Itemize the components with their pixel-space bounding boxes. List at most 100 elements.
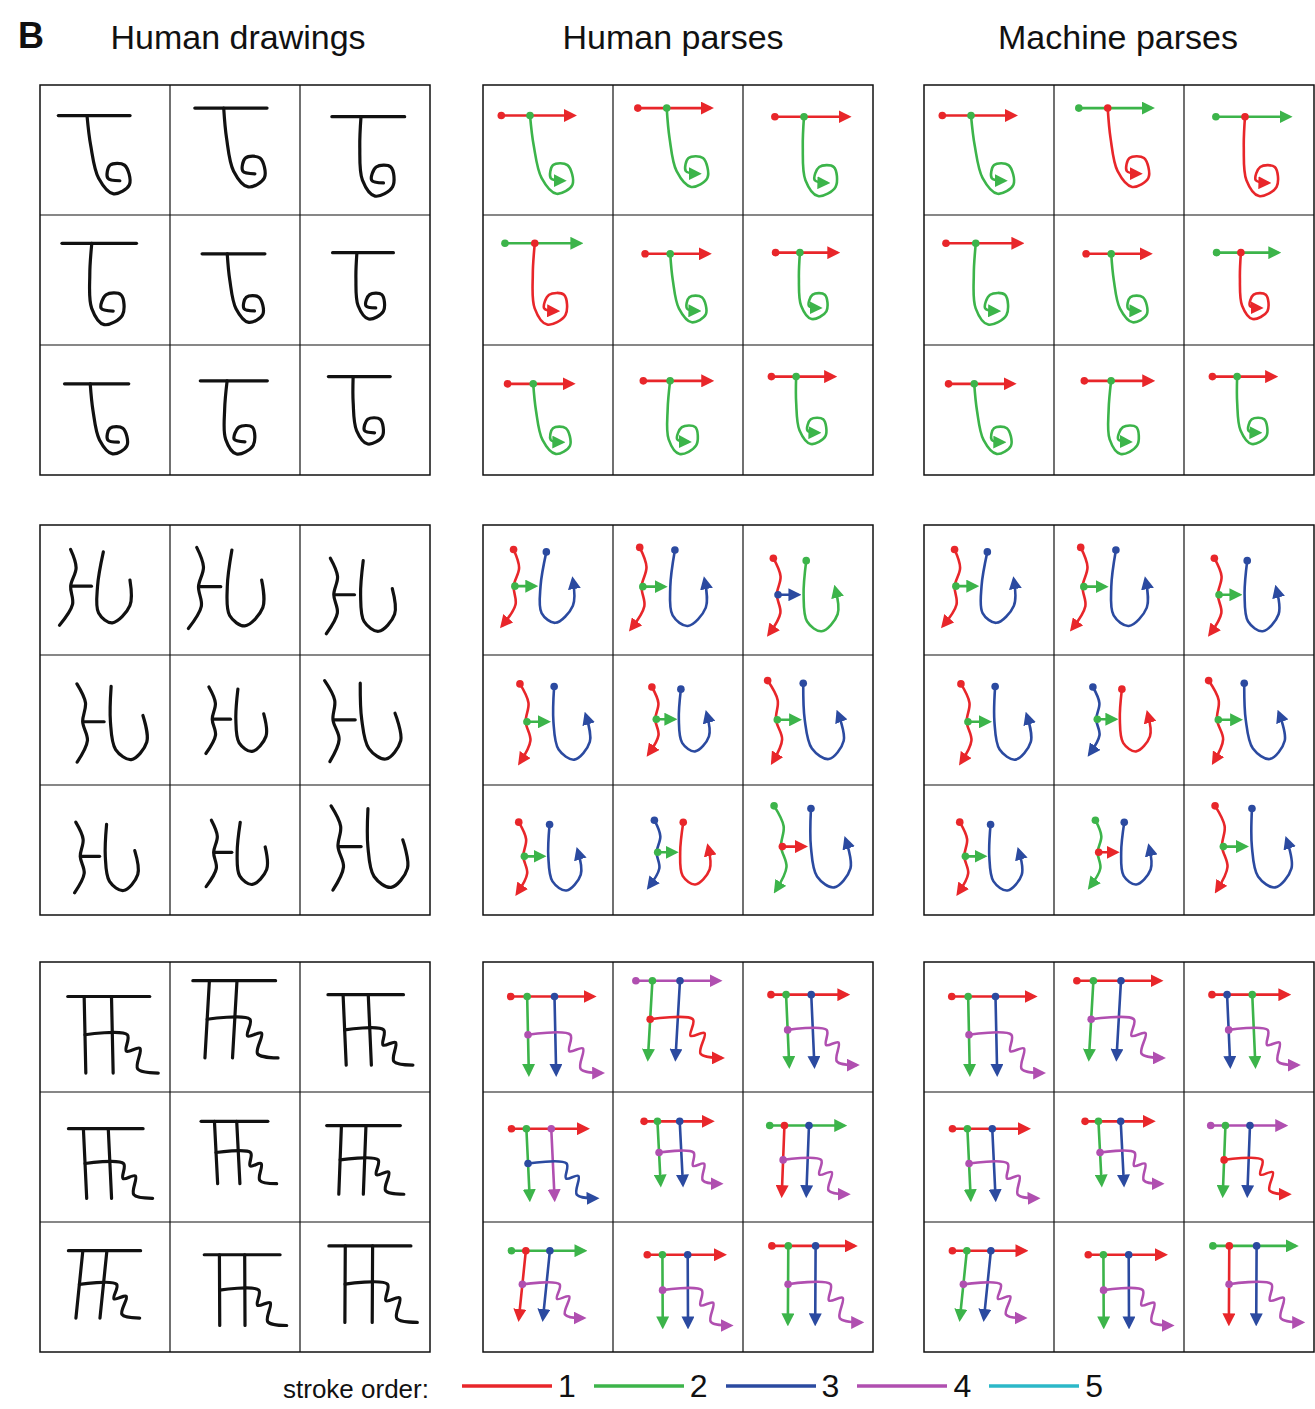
parse	[767, 991, 856, 1065]
parse	[1072, 544, 1148, 629]
drawing	[65, 384, 129, 454]
legend-entry: 4	[857, 1370, 971, 1402]
parse	[772, 249, 837, 319]
glyph-panel	[924, 85, 1314, 475]
parse	[643, 1251, 729, 1326]
drawing	[204, 1255, 286, 1326]
parse	[957, 680, 1031, 762]
parse	[648, 683, 709, 753]
parse	[501, 240, 579, 325]
parse	[766, 1122, 847, 1195]
legend: 1 2 3 4 5	[462, 1370, 1121, 1402]
drawing	[58, 116, 130, 194]
parse	[1209, 373, 1275, 444]
legend-swatch	[989, 1381, 1079, 1391]
parse	[1205, 677, 1285, 762]
drawing	[201, 1121, 277, 1183]
parse	[508, 1247, 584, 1318]
drawing	[332, 117, 405, 197]
drawing	[327, 1126, 404, 1195]
parse	[508, 1125, 596, 1198]
parse	[949, 1125, 1037, 1198]
legend-entry: 1	[462, 1370, 576, 1402]
parse	[945, 380, 1013, 454]
legend-swatch	[594, 1381, 684, 1391]
drawing	[193, 981, 278, 1058]
glyph-panel	[483, 525, 873, 915]
legend-label: 3	[822, 1370, 840, 1402]
drawing	[68, 1129, 152, 1199]
parse	[948, 993, 1042, 1073]
drawing	[328, 995, 413, 1065]
parse	[1081, 1118, 1160, 1184]
parse	[631, 544, 707, 629]
drawing	[68, 996, 159, 1073]
legend-swatch	[857, 1381, 947, 1391]
parse	[641, 250, 708, 322]
parse	[516, 680, 590, 762]
parse	[769, 554, 838, 633]
drawing	[200, 381, 267, 454]
drawing	[328, 377, 390, 445]
parse	[640, 1118, 719, 1184]
parse	[640, 377, 711, 454]
parse	[771, 113, 848, 196]
parse	[956, 818, 1022, 892]
glyph-panel	[40, 525, 430, 915]
parse	[1081, 377, 1152, 454]
parse	[504, 380, 572, 454]
column-heading: Machine parses	[998, 20, 1238, 54]
glyph-panel	[924, 962, 1314, 1352]
legend-entry: 3	[726, 1370, 840, 1402]
parse	[768, 373, 834, 444]
drawing	[206, 820, 267, 886]
legend-label: 5	[1085, 1370, 1103, 1402]
legend-label: 4	[953, 1370, 971, 1402]
parse	[768, 1242, 860, 1322]
parse	[1207, 1122, 1288, 1195]
drawing	[202, 254, 265, 323]
legend-label: 2	[690, 1370, 708, 1402]
drawing	[195, 108, 267, 187]
drawing	[75, 822, 139, 893]
parse	[1075, 104, 1151, 187]
glyph-panel	[924, 525, 1314, 915]
glyph-panel	[483, 962, 873, 1352]
column-heading: Human drawings	[110, 20, 365, 54]
parse	[939, 112, 1015, 194]
parse	[634, 104, 710, 187]
glyph-panel	[40, 85, 430, 475]
drawing	[188, 547, 264, 628]
column-heading: Human parses	[562, 20, 783, 54]
parse	[1084, 1251, 1170, 1326]
parse	[515, 818, 581, 892]
drawing	[326, 558, 395, 634]
drawing	[329, 1246, 417, 1323]
parse	[1209, 1242, 1301, 1322]
parse	[1208, 991, 1297, 1065]
parse	[498, 112, 574, 194]
parse	[632, 977, 721, 1058]
glyph-panel	[483, 85, 873, 475]
parse	[507, 993, 601, 1073]
parse	[949, 1247, 1025, 1318]
drawing	[68, 1251, 140, 1318]
legend-swatch	[726, 1381, 816, 1391]
legend-title: stroke order:	[283, 1376, 429, 1402]
legend-entry: 5	[989, 1370, 1103, 1402]
parse	[503, 546, 575, 626]
parse	[1090, 816, 1151, 886]
parse	[1210, 554, 1279, 633]
parse	[942, 240, 1020, 325]
glyph-panel	[40, 962, 430, 1352]
legend-swatch	[462, 1381, 552, 1391]
drawing	[206, 687, 267, 754]
drawing	[77, 684, 147, 762]
legend-entry: 2	[594, 1370, 708, 1402]
parse	[770, 802, 851, 890]
parse	[1213, 249, 1278, 319]
parse	[1082, 250, 1149, 322]
legend-label: 1	[558, 1370, 576, 1402]
parse	[1212, 113, 1289, 196]
